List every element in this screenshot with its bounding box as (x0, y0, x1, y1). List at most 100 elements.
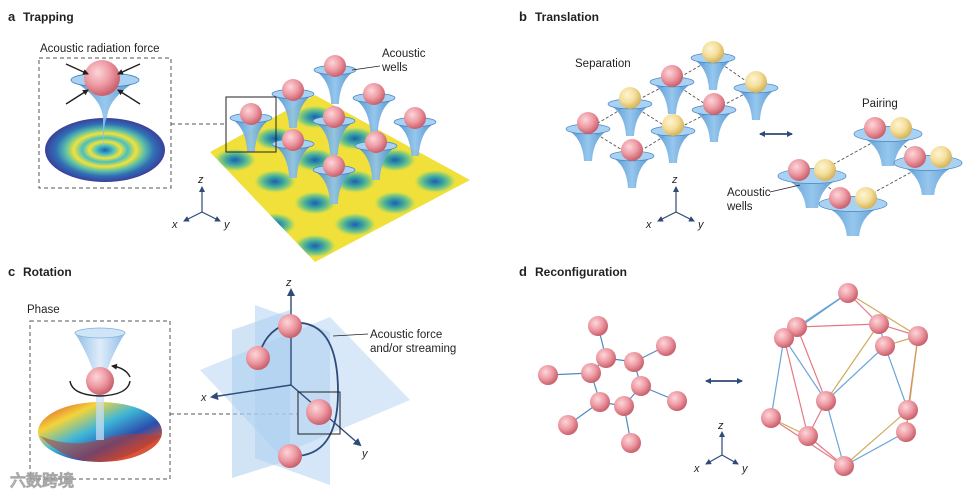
assembly-link (843, 431, 907, 467)
paired-particle-pink (864, 117, 886, 139)
panel-c-letter: c (8, 264, 15, 279)
field-cell (413, 169, 457, 194)
axis-x-label-c: x (200, 392, 207, 404)
phase-label: Phase (27, 304, 60, 316)
field-cell (293, 277, 337, 301)
panel-d: d Reconfiguration z x y (519, 264, 928, 476)
network-particle (624, 352, 644, 372)
trapped-particle (324, 55, 346, 77)
particle-network (538, 316, 687, 453)
panel-b-title: Translation (535, 10, 599, 24)
rotation-arrow-front (69, 380, 131, 397)
pairing-wells (777, 117, 963, 236)
assembly-particle (816, 391, 836, 411)
panel-c-title: Rotation (23, 265, 72, 279)
rotation-arrow-back (111, 363, 131, 378)
separated-particle (661, 65, 683, 87)
assembly-link (783, 337, 809, 437)
axis-y-label-c: y (361, 448, 369, 460)
assembly-link (843, 409, 909, 467)
assembly-particle (834, 456, 854, 476)
field-cell (373, 191, 417, 215)
separated-particle (745, 71, 767, 93)
paired-particle-pink (829, 187, 851, 209)
radiation-force-arrows (65, 63, 141, 105)
field-cell (253, 169, 297, 194)
network-particle (581, 363, 601, 383)
panel-a-title: Trapping (23, 10, 74, 24)
assembly-particle (875, 336, 895, 356)
panel-a: a Trapping Acoustic radiation force Acou… (8, 9, 470, 301)
axis-y-label-b: y (697, 219, 705, 231)
assembly-link (825, 323, 880, 402)
field-cell (333, 255, 377, 262)
inset-particle (84, 60, 120, 96)
assembly-link (796, 323, 880, 328)
paired-particle-yellow (814, 159, 836, 181)
acoustic-wells-label-b-line1: Acoustic (727, 187, 771, 199)
network-particle (558, 415, 578, 435)
assembly-link (884, 345, 909, 411)
acoustic-force-label-line2: and/or streaming (370, 343, 456, 355)
separation-wells (565, 41, 779, 188)
trapped-particle (404, 107, 426, 129)
paired-particle-pink (788, 159, 810, 181)
trapped-particle (282, 129, 304, 151)
separated-particle (703, 93, 725, 115)
assembly-particle (798, 426, 818, 446)
trapped-particle (363, 83, 385, 105)
beam-top (74, 327, 126, 339)
assembly-particle (898, 400, 918, 420)
pairing-label: Pairing (862, 98, 898, 110)
particle-left (246, 346, 270, 370)
field-cell (253, 212, 297, 237)
axis-x-label-d: x (693, 463, 700, 475)
axes-triad-b (657, 186, 695, 222)
trapped-particle (240, 103, 262, 125)
particle-right (306, 399, 332, 425)
field-cell (133, 191, 177, 215)
inset-well (72, 80, 138, 150)
axes-triad-a (183, 186, 221, 222)
inset-trap-box (38, 57, 172, 189)
network-particle (656, 336, 676, 356)
rotation-path (259, 321, 339, 461)
trapped-particle (323, 106, 345, 128)
phase-map-shading (40, 433, 162, 462)
trapped-particle (365, 131, 387, 153)
separated-particle (621, 139, 643, 161)
pressure-field-disc (45, 118, 165, 182)
acoustic-wells-leader (351, 65, 381, 71)
acoustic-wells-label-b-line2: wells (726, 201, 753, 213)
assembly-link (825, 345, 886, 402)
field-cell (453, 191, 470, 215)
acoustic-well-pair (818, 196, 888, 236)
axis-y-label-a: y (223, 219, 231, 231)
panel-d-title: Reconfiguration (535, 265, 627, 279)
acoustic-radiation-force-label: Acoustic radiation force (40, 43, 160, 55)
network-particle (596, 348, 616, 368)
assembly-link (796, 326, 827, 402)
axis-x-label-a: x (171, 219, 178, 231)
panel-c: c Rotation Phase z x y Acous (8, 264, 456, 485)
panel-a-letter: a (8, 9, 16, 24)
acoustic-well-pair (893, 155, 963, 195)
trapped-particle (323, 155, 345, 177)
acoustic-force-leader (332, 333, 369, 337)
watermark: 六数跨境 (10, 471, 74, 490)
assembly-particle (896, 422, 916, 442)
axis-z-label-b: z (671, 174, 678, 186)
assembly-link (847, 292, 919, 337)
paired-particle-pink (904, 146, 926, 168)
acoustic-wells-leader-b (769, 184, 801, 193)
network-particle (631, 376, 651, 396)
axis-z-label-d: z (717, 420, 724, 432)
acoustic-field-plane (133, 95, 470, 301)
assembly-particle (869, 314, 889, 334)
field-cell (213, 148, 257, 172)
assembly-particle (908, 326, 928, 346)
selected-particle-box (297, 391, 341, 435)
field-cell (413, 212, 457, 237)
field-cell (333, 212, 377, 237)
assembly-link (770, 337, 785, 419)
